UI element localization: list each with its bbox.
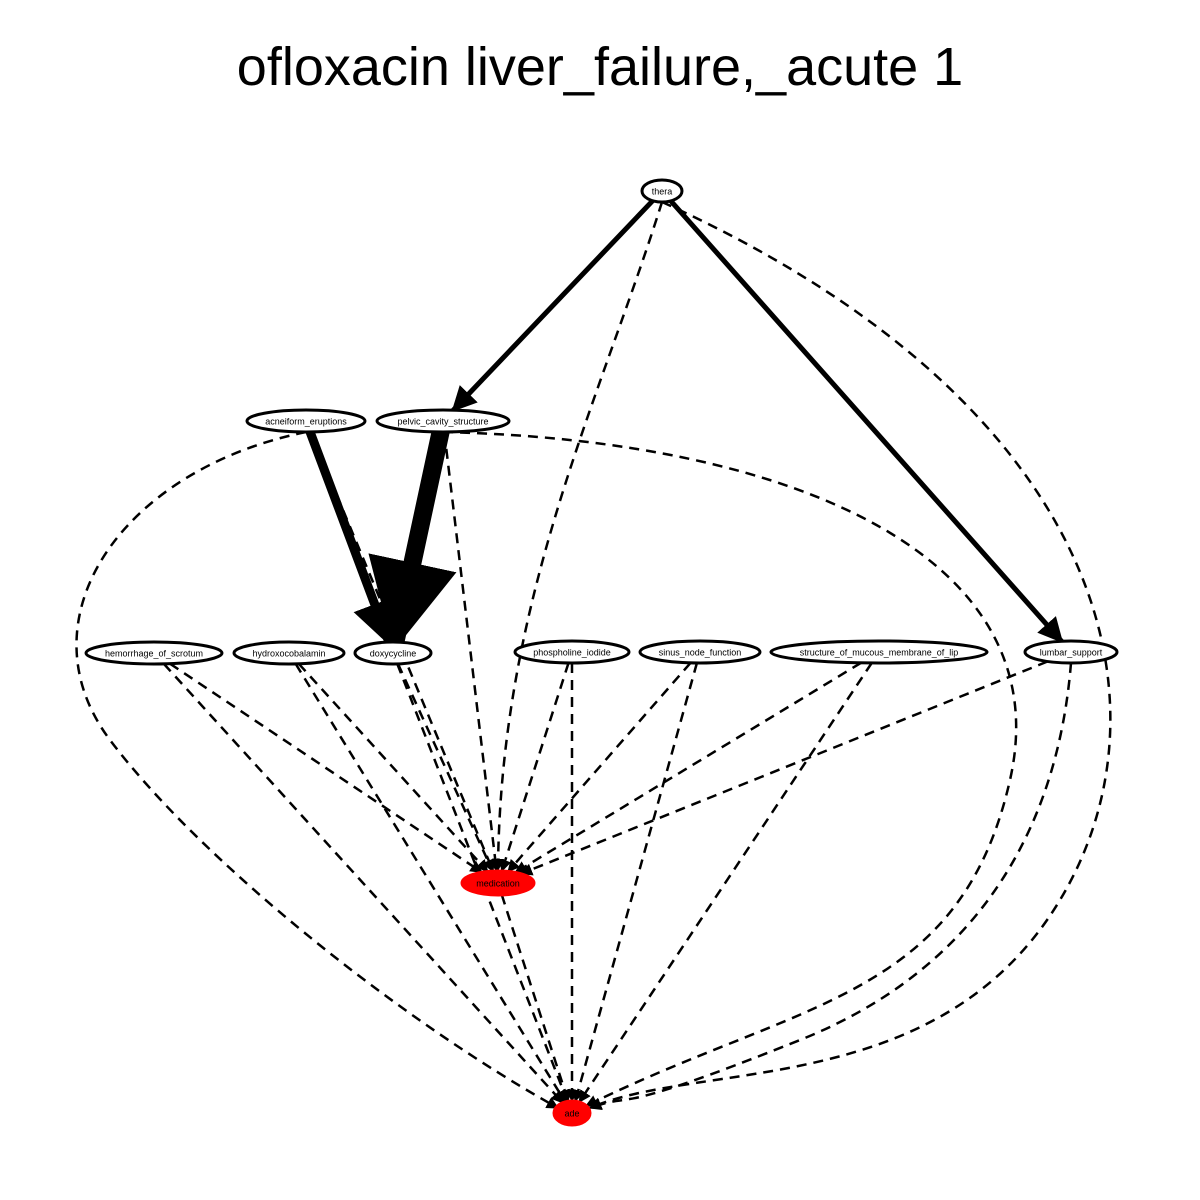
node-thera[interactable]: thera bbox=[640, 178, 684, 204]
edge-hemorrhage_of_scrotum-to-medication bbox=[169, 662, 483, 874]
node-acneiform_eruptions[interactable]: acneiform_eruptions bbox=[245, 408, 367, 434]
graph-title: ofloxacin liver_failure,_acute 1 bbox=[236, 37, 964, 97]
edge-doxycycline-to-medication bbox=[396, 663, 494, 873]
edge-thera-to-pelvic_cavity_structure bbox=[450, 198, 656, 413]
node-ade[interactable]: ade bbox=[552, 1099, 592, 1127]
node-shape-acneiform_eruptions bbox=[245, 408, 367, 434]
node-label-lumbar_support: lumbar_support bbox=[1040, 648, 1103, 658]
nodes-layer: thera acneiform_eruptions pelvic_cavity_st… bbox=[84, 178, 1119, 1127]
edge-lumbar_support-to-medication bbox=[519, 660, 1048, 876]
node-structure_of_mucous_membrane_of_lip[interactable]: structure_of_mucous_membrane_of_lip bbox=[769, 639, 989, 665]
edge-thera-to-ade bbox=[588, 200, 1112, 1110]
node-pelvic_cavity_structure[interactable]: pelvic_cavity_structure bbox=[375, 408, 511, 434]
node-medication[interactable]: medication bbox=[460, 869, 536, 897]
node-shape-doxycycline bbox=[353, 640, 433, 666]
edge-hydroxocobalamin-to-ade bbox=[294, 663, 567, 1103]
node-label-medication: medication bbox=[476, 879, 520, 889]
node-phospholine_iodide[interactable]: phospholine_iodide bbox=[513, 639, 631, 665]
edge-structure_of_mucous_membrane_of_lip-to-medication bbox=[514, 661, 862, 874]
node-lumbar_support[interactable]: lumbar_support bbox=[1023, 639, 1119, 665]
node-label-acneiform_eruptions: acneiform_eruptions bbox=[265, 417, 347, 427]
edge-acneiform_eruptions-to-ade bbox=[75, 430, 560, 1110]
node-label-phospholine_iodide: phospholine_iodide bbox=[533, 648, 611, 658]
edge-doxycycline-to-ade bbox=[396, 663, 570, 1103]
edges-layer bbox=[75, 198, 1112, 1111]
edge-thera-to-medication bbox=[491, 201, 664, 872]
node-shape-sinus_node_function bbox=[638, 639, 762, 665]
node-label-thera: thera bbox=[652, 187, 673, 197]
edge-medication-to-ade bbox=[500, 894, 571, 1103]
edge-acneiform_eruptions-to-doxycycline bbox=[305, 427, 396, 647]
node-label-pelvic_cavity_structure: pelvic_cavity_structure bbox=[397, 417, 488, 427]
edge-structure_of_mucous_membrane_of_lip-to-ade bbox=[578, 662, 873, 1104]
edge-sinus_node_function-to-medication bbox=[507, 662, 692, 873]
edge-hydroxocobalamin-to-medication bbox=[297, 662, 489, 873]
node-hydroxocobalamin[interactable]: hydroxocobalamin bbox=[232, 640, 346, 666]
node-shape-phospholine_iodide bbox=[513, 639, 631, 665]
node-hemorrhage_of_scrotum[interactable]: hemorrhage_of_scrotum bbox=[84, 640, 224, 666]
edge-phospholine_iodide-to-medication bbox=[499, 662, 570, 873]
node-label-sinus_node_function: sinus_node_function bbox=[659, 648, 742, 658]
node-shape-hemorrhage_of_scrotum bbox=[84, 640, 224, 666]
node-shape-thera bbox=[640, 178, 684, 204]
node-shape-structure_of_mucous_membrane_of_lip bbox=[769, 639, 989, 665]
edge-thera-to-lumbar_support bbox=[668, 198, 1064, 644]
node-shape-hydroxocobalamin bbox=[232, 640, 346, 666]
node-label-doxycycline: doxycycline bbox=[370, 649, 417, 659]
edge-lumbar_support-to-ade bbox=[588, 662, 1073, 1111]
node-shape-pelvic_cavity_structure bbox=[375, 408, 511, 434]
edge-sinus_node_function-to-ade bbox=[572, 662, 699, 1103]
node-sinus_node_function[interactable]: sinus_node_function bbox=[638, 639, 762, 665]
edge-hemorrhage_of_scrotum-to-ade bbox=[162, 663, 564, 1104]
node-doxycycline[interactable]: doxycycline bbox=[353, 640, 433, 666]
node-label-hydroxocobalamin: hydroxocobalamin bbox=[252, 649, 325, 659]
edge-pelvic_cavity_structure-to-doxycycline bbox=[368, 423, 457, 651]
node-shape-lumbar_support bbox=[1023, 639, 1119, 665]
node-label-ade: ade bbox=[564, 1109, 579, 1119]
edge-acneiform_eruptions-to-medication bbox=[309, 431, 495, 873]
node-shape-medication bbox=[460, 869, 536, 897]
node-shape-ade bbox=[552, 1099, 592, 1127]
edge-pelvic_cavity_structure-to-medication bbox=[443, 431, 502, 873]
node-label-structure_of_mucous_membrane_of_lip: structure_of_mucous_membrane_of_lip bbox=[800, 648, 959, 658]
node-label-hemorrhage_of_scrotum: hemorrhage_of_scrotum bbox=[105, 649, 203, 659]
